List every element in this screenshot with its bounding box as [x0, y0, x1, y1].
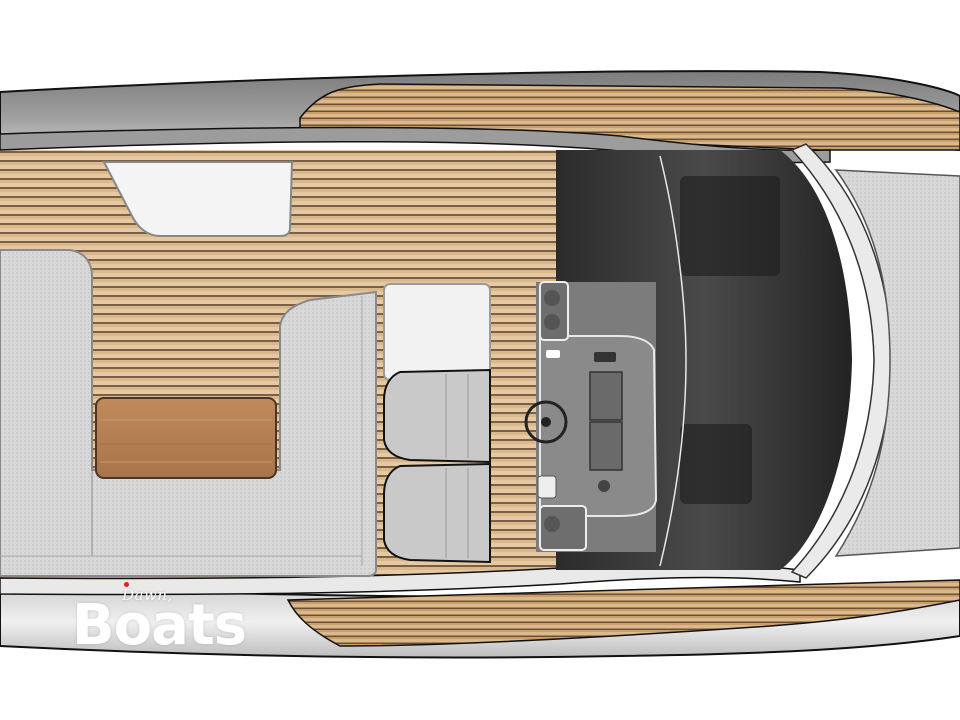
throttle-lever: [537, 475, 557, 499]
cooler-hatch: [383, 283, 491, 381]
watermark: Dawn, Boats: [72, 580, 272, 670]
cockpit-table: [95, 397, 277, 479]
bow-sunpad: [834, 169, 960, 557]
aft-sofa-cushion: [0, 249, 377, 577]
windscreen-frame: [790, 143, 893, 579]
windscreen-panel-lower: [680, 424, 752, 504]
helm-seat-port: [383, 368, 491, 464]
switch-panel: [594, 352, 616, 362]
watermark-dot: [124, 582, 129, 587]
display-1: [589, 371, 623, 421]
watermark-big-text: Boats: [72, 593, 247, 658]
cupholder-3: [544, 516, 560, 532]
helm-seat-starboard: [383, 462, 491, 564]
display-2: [589, 421, 623, 471]
cupholder-2: [544, 314, 560, 330]
coaming-port: [0, 126, 831, 164]
side-deck-starboard-teak: [286, 579, 960, 647]
trim-knob: [598, 480, 610, 492]
storage-hatch: [102, 161, 294, 237]
steering-wheel: [524, 400, 568, 444]
cupholder-1: [544, 290, 560, 306]
watermark-small-text: Dawn,: [122, 586, 173, 604]
ignition-key: [546, 350, 560, 358]
windscreen-panel-upper: [680, 176, 780, 276]
